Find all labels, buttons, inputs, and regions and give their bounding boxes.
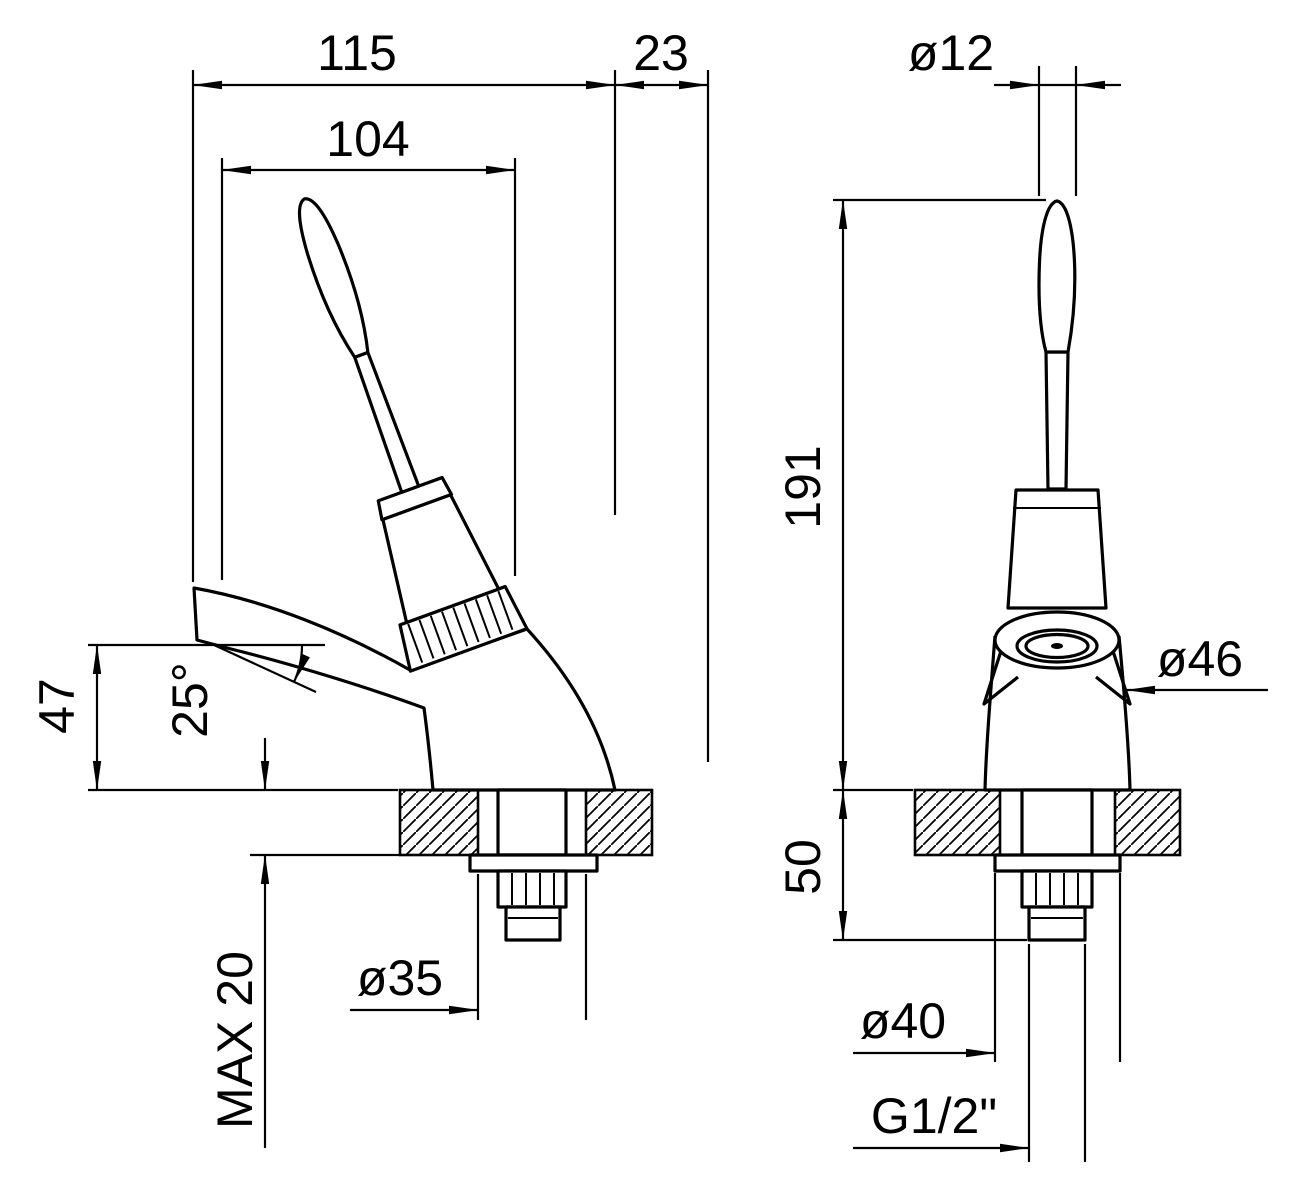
collar [1006, 488, 1108, 610]
knurled-ring [398, 584, 529, 673]
mounting-shank-left [468, 788, 599, 942]
dim-rear-offset: 23 [614, 25, 710, 762]
spout-edge-right [1095, 650, 1132, 706]
dim-47-label: 47 [29, 678, 85, 734]
threaded-tail [504, 905, 562, 942]
mounting-shank-right [993, 788, 1122, 942]
dim-191-label: 191 [775, 445, 831, 528]
angle-label: 25° [162, 662, 218, 738]
lever-assembly [297, 197, 529, 673]
side-view: 25° 115 104 23 47 [29, 25, 710, 1148]
countertop-section-left [398, 788, 654, 857]
dim-50-label: 50 [775, 839, 831, 895]
dim-115-label: 115 [317, 25, 397, 81]
angle-annotation: 25° [88, 643, 325, 738]
dim-deck-thickness: MAX 20 [207, 738, 400, 1148]
dim-hole-diameter: ø35 [350, 874, 588, 1020]
dim-d35-label: ø35 [357, 950, 443, 1006]
aerator-center [1051, 643, 1063, 649]
knurl-ticks [407, 590, 514, 663]
dim-flange-diameter: ø40 [853, 873, 1122, 1062]
lever-grip [297, 197, 370, 359]
dim-under-deck: 50 [775, 789, 1027, 942]
dim-body-diameter: ø46 [1125, 631, 1268, 695]
dim-d40-label: ø40 [860, 993, 946, 1049]
faucet-body-spout [192, 586, 617, 792]
dim-spout-height: 47 [29, 644, 398, 792]
front-view: ø12 191 50 ø46 ø40 [775, 25, 1268, 1162]
dim-overall-width: 115 [191, 25, 617, 582]
dim-handle-diameter: ø12 [908, 25, 1121, 196]
dim-max20-label: MAX 20 [207, 951, 263, 1129]
countertop-section-right [913, 788, 1182, 857]
cartridge-cap [376, 475, 454, 522]
lever-rod-front [1044, 350, 1070, 491]
mounting-nut [496, 869, 568, 909]
dim-spout-reach: 104 [220, 111, 517, 580]
mounting-nut-front [1020, 869, 1094, 909]
lever-rod [353, 350, 421, 494]
dim-d12-label: ø12 [908, 25, 994, 81]
aerator-ring-inner [1024, 632, 1090, 660]
spout-edge-left [982, 650, 1019, 706]
dim-g12-label: G1/2" [871, 1088, 997, 1144]
washer [468, 853, 599, 873]
lever-grip-front [1037, 199, 1077, 354]
washer-front [993, 853, 1122, 873]
body-rim [993, 610, 1121, 670]
dim-thread: G1/2" [853, 944, 1087, 1162]
aerator-ring-outer [1015, 628, 1099, 664]
threaded-tail-front [1027, 905, 1087, 942]
dim-104-label: 104 [326, 111, 409, 167]
dim-23-label: 23 [633, 25, 689, 81]
dim-height: 191 [775, 198, 1046, 792]
dim-d46-label: ø46 [1157, 631, 1243, 687]
